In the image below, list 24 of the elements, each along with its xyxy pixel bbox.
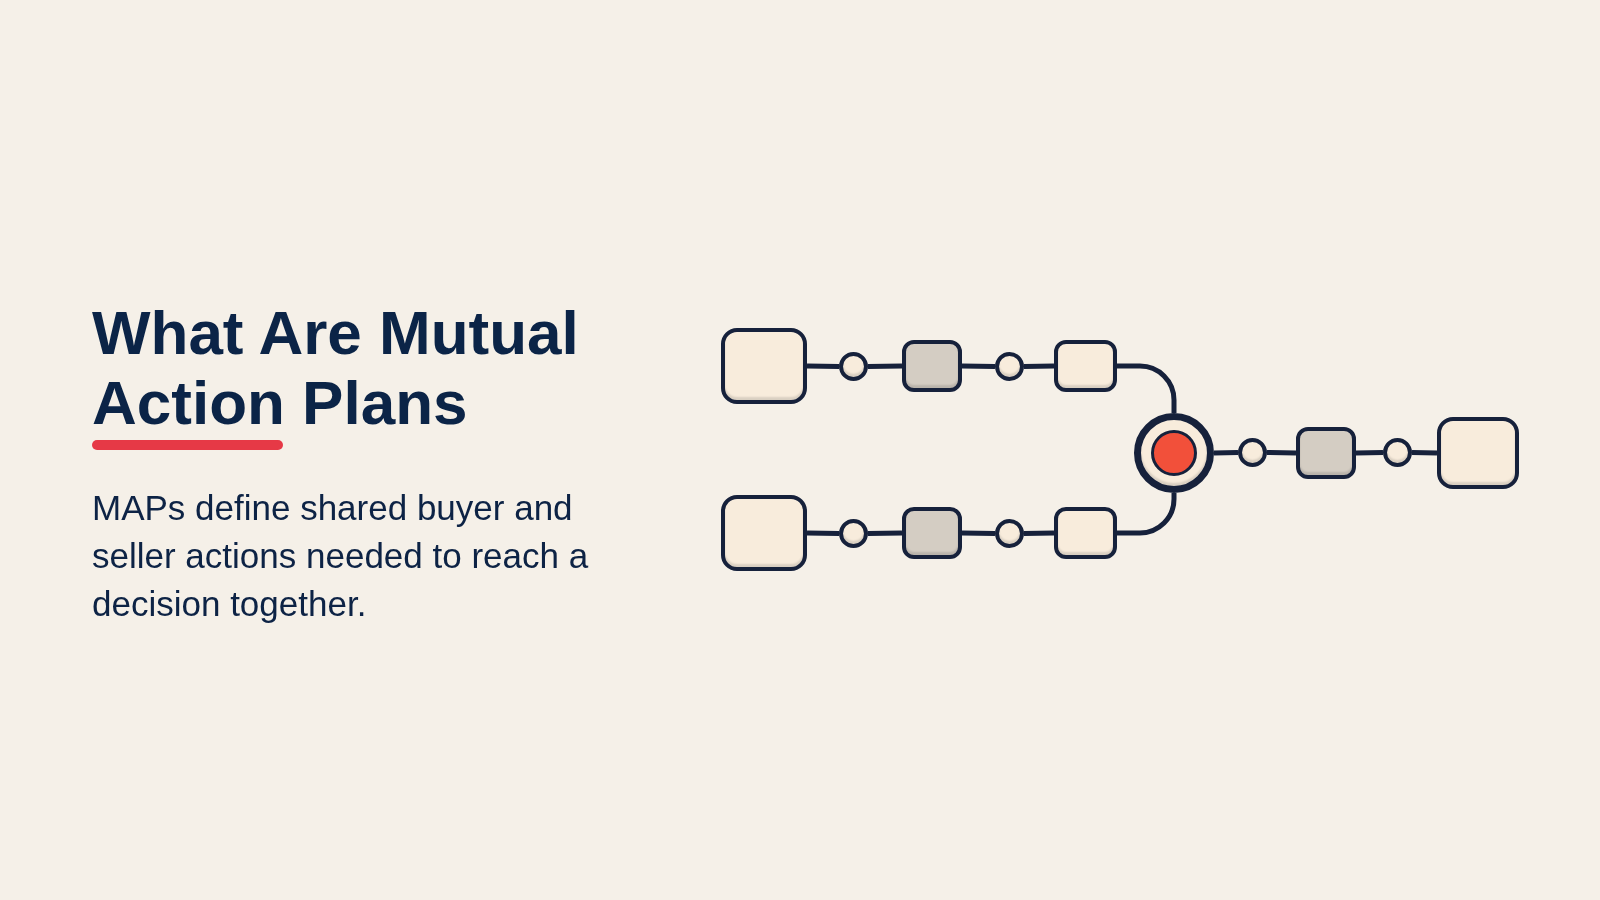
step-box	[1437, 417, 1519, 489]
step-box	[721, 495, 807, 571]
connector-line	[1411, 450, 1438, 456]
connector-line	[1213, 450, 1239, 456]
step-box	[1054, 507, 1117, 559]
connector-line	[806, 363, 840, 369]
connector-line	[806, 530, 840, 536]
connector-line	[1023, 530, 1055, 536]
title: What Are Mutual Action Plans	[92, 298, 580, 438]
step-box	[1054, 340, 1117, 392]
connector-line	[1266, 450, 1297, 456]
connector-line	[867, 530, 903, 536]
connector-line	[1117, 363, 1177, 413]
connector-line	[961, 530, 996, 536]
description-text: MAPs define shared buyer and seller actions needed to reach a decision together.	[92, 487, 590, 625]
step-box	[1296, 427, 1356, 479]
connector-line	[1117, 493, 1177, 536]
connector-line	[961, 363, 996, 369]
step-box	[902, 507, 962, 559]
step-box	[721, 328, 807, 404]
connector-line	[1023, 363, 1055, 369]
step-box	[902, 340, 962, 392]
connector-line	[867, 363, 903, 369]
connector-line	[1355, 450, 1384, 456]
